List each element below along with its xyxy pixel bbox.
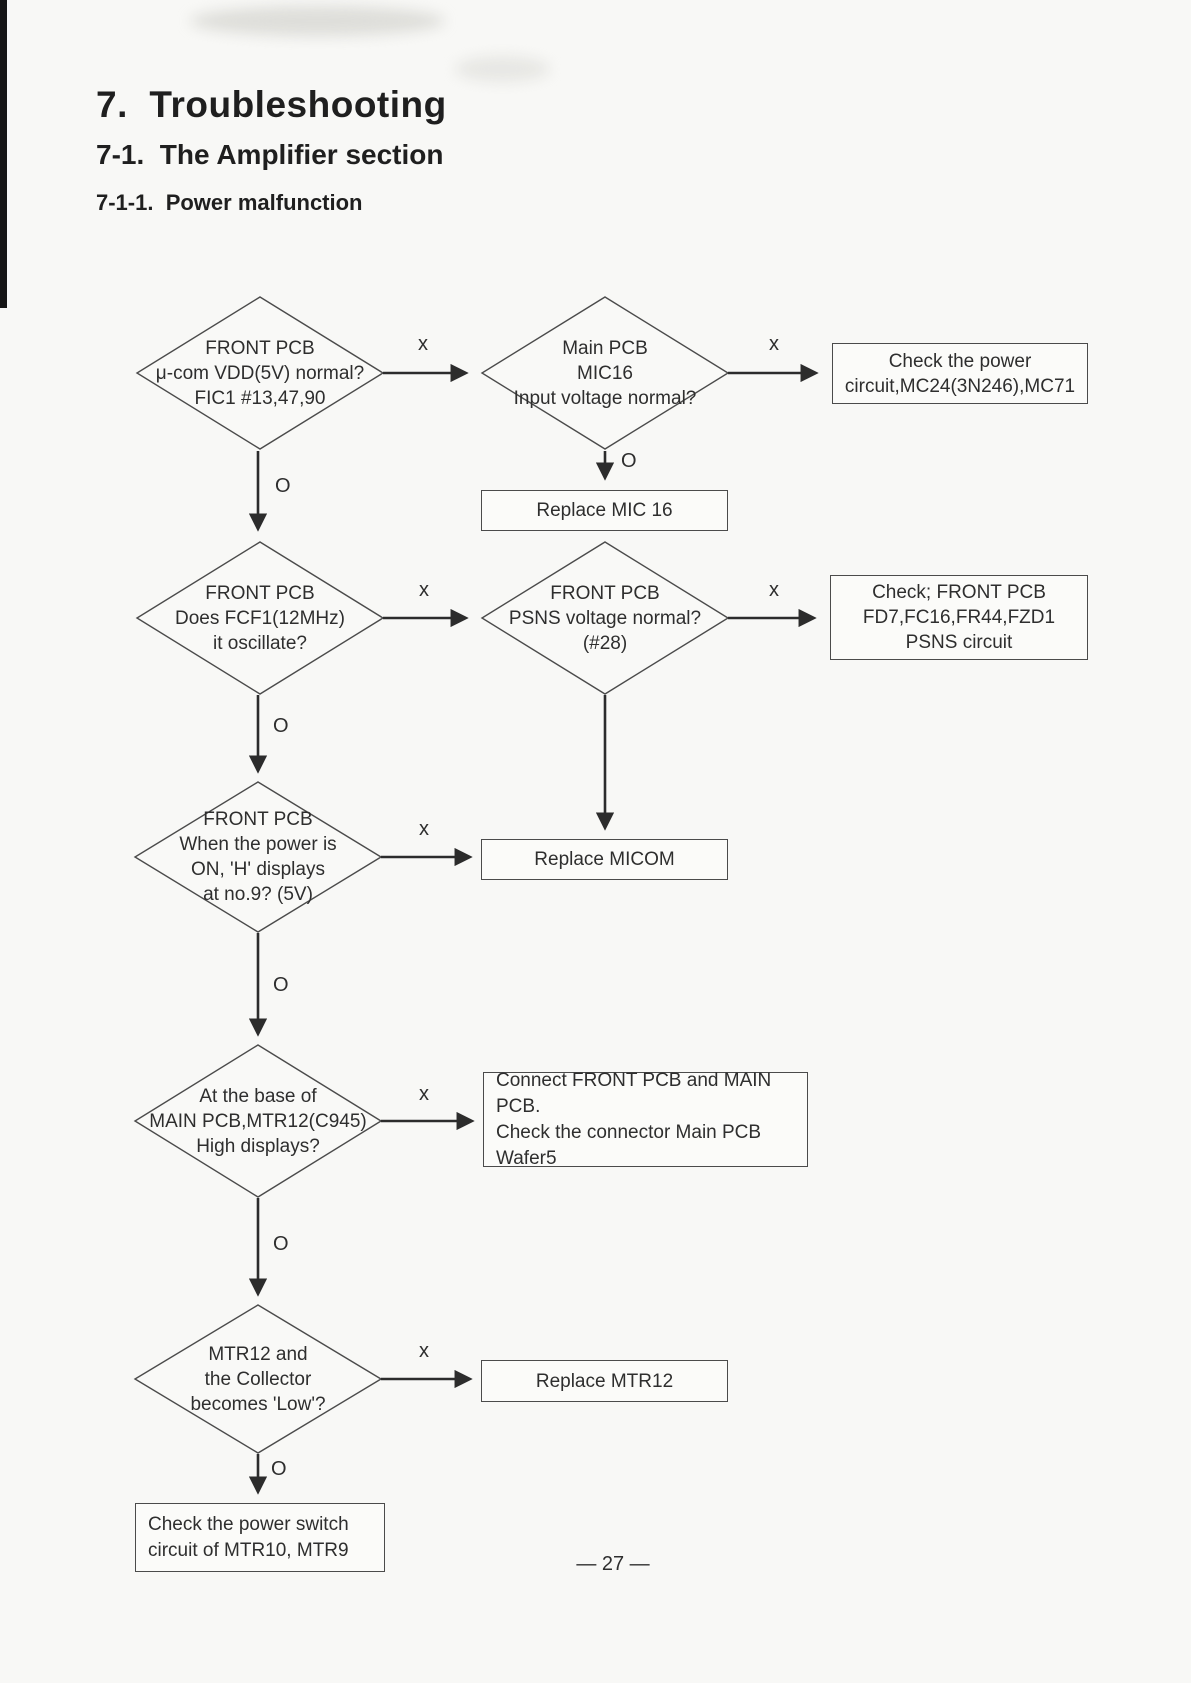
action-check-psns-circuit: Check; FRONT PCB FD7,FC16,FR44,FZD1 PSNS… xyxy=(830,575,1088,660)
decision-collector-low: MTR12 and the Collector becomes 'Low'? xyxy=(190,1343,326,1415)
branch-label-fail: x xyxy=(419,579,429,601)
branch-label-pass: O xyxy=(621,450,637,472)
scan-smudge xyxy=(455,56,550,82)
scan-smudge xyxy=(190,6,445,36)
branch-label-pass: O xyxy=(273,715,289,737)
decision-mic16-input: Main PCB MIC16 Input voltage normal? xyxy=(513,337,697,409)
action-replace-mic16: Replace MIC 16 xyxy=(481,490,728,531)
branch-label-fail: x xyxy=(769,579,779,601)
branch-label-fail: x xyxy=(419,1083,429,1105)
branch-label-fail: x xyxy=(419,818,429,840)
section-title: 7. Troubleshooting xyxy=(96,84,447,125)
action-check-power-switch: Check the power switch circuit of MTR10,… xyxy=(135,1503,385,1572)
action-check-power-circuit: Check the power circuit,MC24(3N246),MC71 xyxy=(832,343,1088,404)
subsection-title: 7-1. The Amplifier section xyxy=(96,139,444,170)
action-connect-pcb: Connect FRONT PCB and MAIN PCB. Check th… xyxy=(483,1070,808,1169)
branch-label-fail: x xyxy=(418,333,428,355)
decision-h-displays: FRONT PCB When the power is ON, 'H' disp… xyxy=(179,809,337,905)
branch-label-fail: x xyxy=(419,1340,429,1362)
subsubsection-title: 7-1-1. Power malfunction xyxy=(96,190,363,215)
branch-label-pass: O xyxy=(271,1458,287,1480)
action-replace-micom: Replace MICOM xyxy=(481,839,728,880)
branch-label-fail: x xyxy=(769,333,779,355)
branch-label-pass: O xyxy=(275,475,291,497)
scan-edge-artifact xyxy=(0,0,7,308)
action-replace-mtr12: Replace MTR12 xyxy=(481,1360,728,1402)
page-number: — 27 — xyxy=(576,1553,650,1575)
decision-fcf1-oscillate: FRONT PCB Does FCF1(12MHz) it oscillate? xyxy=(175,582,345,654)
decision-vdd-normal: FRONT PCB μ-com VDD(5V) normal? FIC1 #13… xyxy=(155,337,365,409)
decision-psns-voltage: FRONT PCB PSNS voltage normal? (#28) xyxy=(508,582,702,654)
branch-label-pass: O xyxy=(273,974,289,996)
decision-mtr12-base: At the base of MAIN PCB,MTR12(C945) High… xyxy=(149,1085,367,1157)
branch-label-pass: O xyxy=(273,1233,289,1255)
